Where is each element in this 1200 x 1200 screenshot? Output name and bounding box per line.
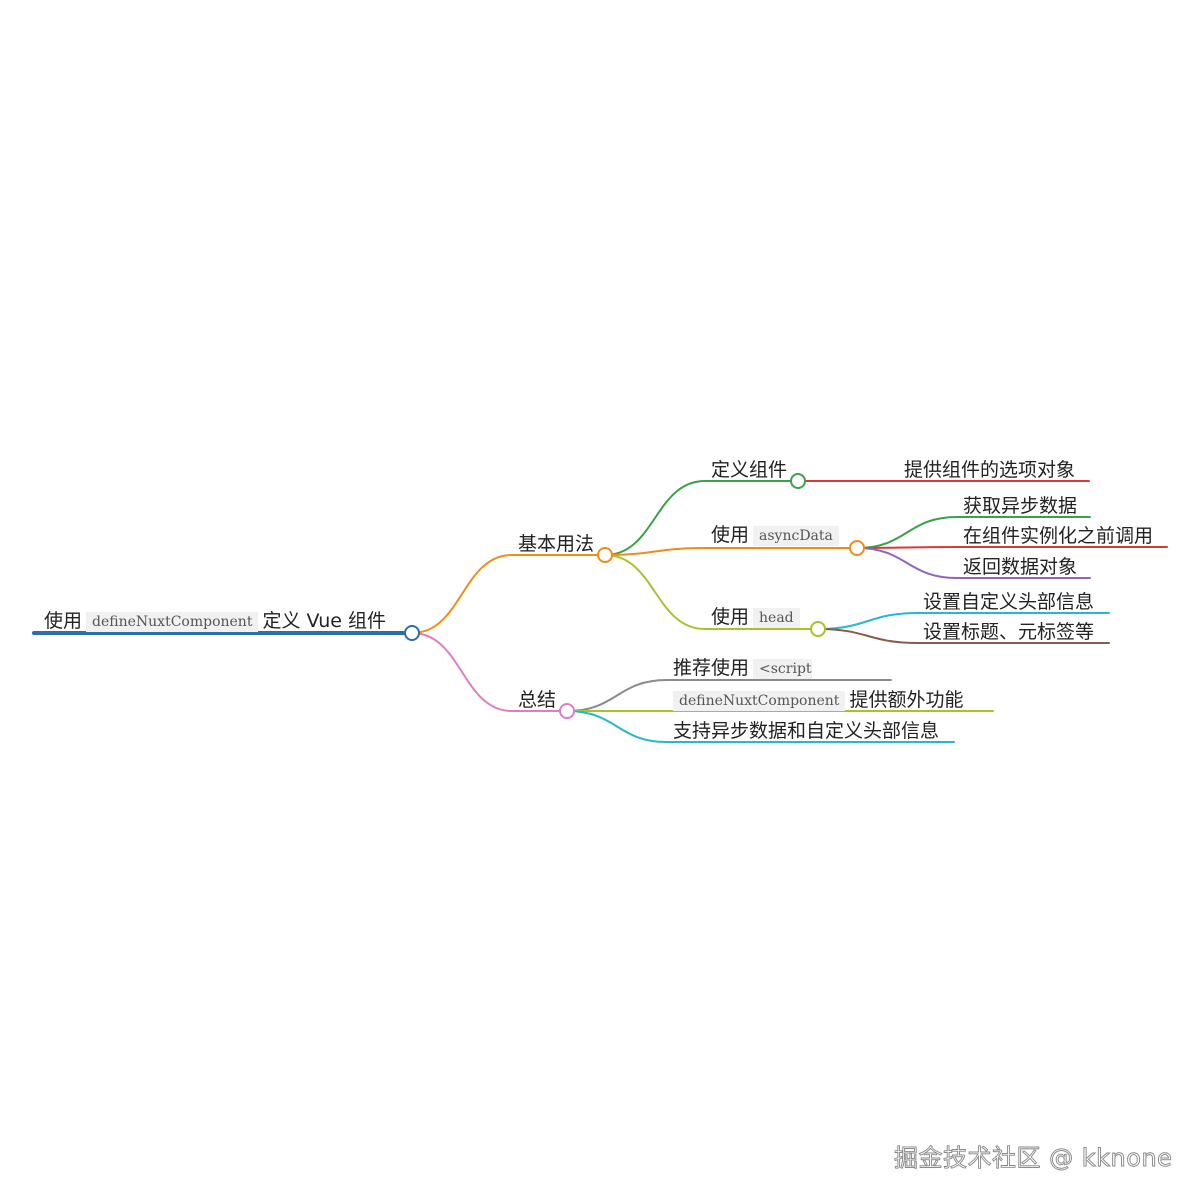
edge-root-summary (411, 632, 513, 712)
branch-summary[interactable]: 总结 (518, 688, 556, 712)
leaf-recommend-script-code: <script (753, 659, 812, 679)
edge-basic-head (604, 554, 706, 630)
leaf-recommend-script[interactable]: 推荐使用<script (673, 656, 816, 680)
leaf-extra-features-code: defineNuxtComponent (673, 691, 846, 711)
leaf-async-and-head[interactable]: 支持异步数据和自定义头部信息 (673, 719, 939, 743)
leaf-extra-features-suffix: 提供额外功能 (849, 689, 964, 711)
leaf-return-data-object-label: 返回数据对象 (963, 556, 1078, 578)
leaf-recommend-script-prefix: 推荐使用 (673, 657, 750, 679)
node-use-head-prefix: 使用 (711, 606, 750, 628)
leaf-return-data-object[interactable]: 返回数据对象 (963, 555, 1077, 579)
leaf-call-before-instantiation[interactable]: 在组件实例化之前调用 (963, 524, 1153, 548)
root-topic-code: defineNuxtComponent (86, 612, 259, 632)
branch-basic-usage[interactable]: 基本用法 (518, 532, 594, 556)
branch-basic-usage-label: 基本用法 (518, 533, 595, 555)
basic-node-circle[interactable] (597, 547, 613, 563)
edge-async-before (856, 546, 958, 549)
leaf-call-before-instantiation-label: 在组件实例化之前调用 (963, 525, 1154, 547)
edge-async-fetch (856, 516, 958, 549)
edge-basic-define (604, 480, 706, 556)
node-use-head-code: head (753, 608, 800, 628)
node-define-component-label: 定义组件 (711, 459, 788, 481)
leaf-fetch-async-data-label: 获取异步数据 (963, 495, 1078, 517)
leaf-custom-head-info-label: 设置自定义头部信息 (923, 591, 1095, 613)
edge-basic-async (604, 547, 706, 556)
leaf-async-and-head-label: 支持异步数据和自定义头部信息 (673, 720, 940, 742)
leaf-title-meta-tags[interactable]: 设置标题、元标签等 (923, 620, 1094, 644)
summary-node-circle[interactable] (559, 703, 575, 719)
async-node-circle[interactable] (849, 540, 865, 556)
root-node-circle[interactable] (404, 625, 420, 641)
define-node-circle[interactable] (790, 473, 806, 489)
branch-summary-label: 总结 (518, 689, 557, 711)
node-use-asyncdata-prefix: 使用 (711, 524, 750, 546)
edge-async-return (856, 547, 958, 579)
edge-head-custom (817, 612, 919, 630)
edge-summary-async (566, 710, 668, 743)
leaf-provide-options[interactable]: 提供组件的选项对象 (904, 458, 1075, 482)
edge-root-basic (411, 554, 513, 634)
node-use-asyncdata-code: asyncData (753, 526, 839, 546)
watermark-text: 掘金技术社区 @ kknone (894, 1144, 1173, 1173)
head-node-circle[interactable] (810, 621, 826, 637)
edge-summary-script (566, 679, 668, 712)
leaf-custom-head-info[interactable]: 设置自定义头部信息 (923, 590, 1094, 614)
leaf-title-meta-tags-label: 设置标题、元标签等 (923, 621, 1095, 643)
root-topic-prefix: 使用 (44, 610, 83, 632)
leaf-provide-options-label: 提供组件的选项对象 (904, 459, 1076, 481)
leaf-fetch-async-data[interactable]: 获取异步数据 (963, 494, 1077, 518)
edge-head-title (817, 628, 919, 644)
root-topic-suffix: 定义 Vue 组件 (262, 610, 386, 632)
node-define-component[interactable]: 定义组件 (711, 458, 787, 482)
